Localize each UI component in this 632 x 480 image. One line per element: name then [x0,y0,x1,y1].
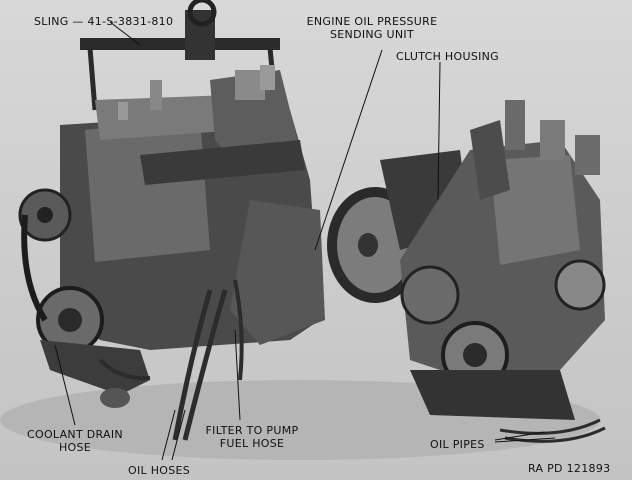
right-upper-pulley [400,265,460,325]
leader-sling [109,21,141,46]
air-intake [260,65,275,90]
oil-hose-1 [172,289,213,441]
label-oil-pressure: ENGINE OIL PRESSURE SENDING UNIT [292,15,452,41]
exhaust-manifold [140,140,305,185]
label-coolant-drain: COOLANT DRAIN HOSE [20,428,130,454]
valve-cover [95,95,240,140]
generator-pulley [554,259,606,311]
label-oil-pipes: OIL PIPES [430,438,485,451]
oil-hose-2 [182,289,228,441]
sling-left-leg [87,47,98,111]
flywheel-center [358,233,378,257]
fuel-hose [233,279,244,381]
sling-hook [187,0,217,27]
label-filter-line2: FUEL HOSE [219,437,285,450]
leader-oil-pipes-2 [494,437,556,443]
right-oil-pan [410,370,575,420]
label-filter-line1: FILTER TO PUMP [205,424,299,437]
oil-pipe-2 [504,426,606,443]
crankshaft-pulley-hub [58,308,82,332]
leader-oil-hoses-2 [171,409,186,461]
oil-pan [40,340,150,395]
breather-cap [118,102,128,120]
left-bell-housing [230,200,325,345]
leader-filter [234,329,241,421]
leader-lines [54,21,556,461]
left-engine [18,0,325,441]
right-carb-3 [575,135,600,175]
right-crank-hub [463,343,487,367]
drain-fitting [100,388,130,408]
label-coolant-line1: COOLANT DRAIN [27,428,123,441]
oil-filler-cap [150,80,162,110]
label-oil-hoses: OIL HOSES [128,464,191,477]
label-oil-pressure-line2: SENDING UNIT [330,28,414,41]
leader-oil-pipes-1 [494,431,546,441]
label-coolant-line2: HOSE [58,441,92,454]
leader-coolant [54,344,76,426]
leader-clutch [437,61,441,201]
leader-oil-pressure [314,49,383,251]
right-carb-1 [505,100,525,150]
right-manifold [470,120,510,200]
coolant-drain-hose [98,358,151,381]
fan-pulley-hub [37,207,53,223]
right-carb-2 [540,120,565,160]
label-ref-number: RA PD 121893 [528,462,611,475]
label-clutch-housing: CLUTCH HOUSING [396,50,499,63]
sling-bar [80,38,280,50]
leader-oil-hoses-1 [161,409,176,461]
right-engine [380,100,606,443]
oil-pipe-1 [499,418,601,435]
label-sling: SLING — 41-S-3831-810 [34,15,174,28]
fan-belt [21,214,48,322]
right-block-panel [490,155,580,265]
label-filter-fuel-hose: FILTER TO PUMP FUEL HOSE [192,424,312,450]
label-oil-pressure-line1: ENGINE OIL PRESSURE [306,15,438,28]
